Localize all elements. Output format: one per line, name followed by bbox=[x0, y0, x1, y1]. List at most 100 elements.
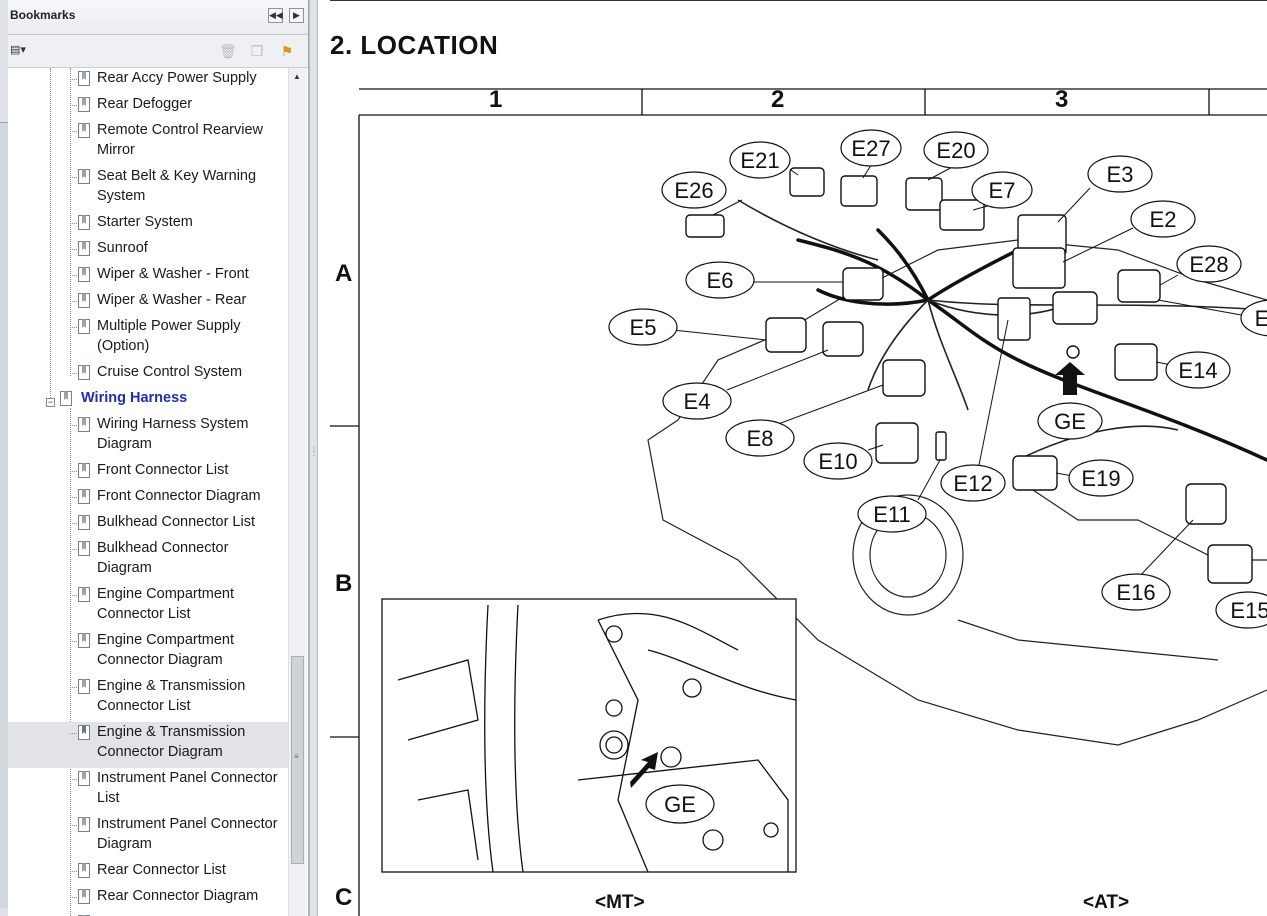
bookmark-icon bbox=[78, 725, 90, 740]
bookmark-item[interactable]: Front Connector Diagram bbox=[8, 486, 288, 512]
bookmark-item[interactable] bbox=[8, 912, 288, 916]
grid-frame bbox=[330, 88, 1267, 916]
grid-column-label: 2 bbox=[771, 86, 785, 113]
svg-text:E28: E28 bbox=[1189, 252, 1228, 277]
variant-label-mt: <MT> bbox=[595, 892, 645, 913]
bookmark-parent-item[interactable]: −Wiring Harness bbox=[8, 388, 288, 414]
tree-branch-line bbox=[70, 779, 77, 780]
svg-text:E4: E4 bbox=[684, 389, 711, 414]
trash-icon[interactable]: 🗑 bbox=[219, 43, 237, 59]
document-page: 2. LOCATION 1 2 3 A B C <MT> <AT> bbox=[318, 0, 1267, 916]
bookmark-item[interactable]: Wiper & Washer - Rear bbox=[8, 290, 288, 316]
connector-label-e4: E4 bbox=[662, 382, 732, 420]
bookmark-item[interactable]: Rear Connector List bbox=[8, 860, 288, 886]
bookmark-item[interactable]: Wiper & Washer - Front bbox=[8, 264, 288, 290]
tree-branch-line bbox=[70, 327, 77, 328]
bookmark-label: Engine & Transmission Connector Diagram bbox=[97, 724, 246, 760]
connector-label-ge: GE bbox=[1037, 402, 1103, 440]
right-arrow-icon[interactable]: ▶ bbox=[289, 8, 304, 23]
connector-labels: E21 E27 E20 E26 E7 E3 E2 E28 E6 E5 E E4 … bbox=[608, 129, 1267, 824]
bookmark-item[interactable]: Bulkhead Connector List bbox=[8, 512, 288, 538]
connector-label-e14: E14 bbox=[1165, 351, 1231, 389]
scroll-thumb[interactable]: ≡ bbox=[291, 656, 304, 864]
bookmark-icon bbox=[78, 417, 90, 432]
bookmark-icon bbox=[78, 319, 90, 334]
inset-label-ge: GE bbox=[645, 784, 715, 824]
bookmark-item[interactable]: Remote Control Rearview Mirror bbox=[8, 120, 288, 166]
svg-text:E21: E21 bbox=[740, 148, 779, 173]
new-bookmark-icon[interactable]: ❐ bbox=[250, 43, 264, 59]
tree-branch-line bbox=[70, 249, 77, 250]
bookmark-item[interactable]: Engine Compartment Connector List bbox=[8, 584, 288, 630]
tree-branch-line bbox=[70, 871, 77, 872]
bookmark-label: Front Connector Diagram bbox=[97, 488, 261, 504]
bookmark-icon bbox=[60, 391, 72, 406]
bookmarks-panel: Bookmarks ◀◀ ▶ ▤▾ 🗑 ❐ ⚑ Rear Accy Power … bbox=[8, 0, 309, 916]
bookmark-label: Wiring Harness System Diagram bbox=[97, 416, 249, 452]
options-menu-icon[interactable]: ▤▾ bbox=[10, 44, 26, 56]
bookmark-item[interactable]: Engine & Transmission Connector List bbox=[8, 676, 288, 722]
double-left-arrow-icon[interactable]: ◀◀ bbox=[268, 8, 283, 23]
bookmark-item[interactable]: Front Connector List bbox=[8, 460, 288, 486]
bookmark-icon bbox=[78, 215, 90, 230]
bookmark-item[interactable]: Seat Belt & Key Warning System bbox=[8, 166, 288, 212]
tree-branch-line bbox=[70, 471, 77, 472]
ground-inset bbox=[381, 598, 797, 873]
navigation-strip-track bbox=[0, 122, 8, 908]
connector-label-e21: E21 bbox=[729, 141, 791, 179]
tree-guide-line bbox=[70, 68, 71, 376]
bookmarks-scrollbar[interactable]: ▲ ≡ bbox=[288, 68, 307, 916]
variant-label-at: <AT> bbox=[1083, 892, 1130, 913]
tree-branch-line bbox=[70, 425, 77, 426]
bookmark-label: Rear Connector Diagram bbox=[97, 888, 259, 904]
collapse-toggle-icon[interactable]: − bbox=[46, 397, 55, 407]
scroll-up-arrow-icon[interactable]: ▲ bbox=[293, 72, 301, 81]
tree-guide-line bbox=[50, 68, 51, 398]
tree-branch-line bbox=[70, 301, 77, 302]
svg-text:GE: GE bbox=[664, 792, 696, 817]
tree-branch-line bbox=[70, 373, 77, 374]
connector-label-e16: E16 bbox=[1101, 573, 1171, 611]
bookmark-icon bbox=[78, 365, 90, 380]
bookmarks-toolbar: ▤▾ 🗑 ❐ ⚑ bbox=[8, 35, 308, 68]
bookmarks-header: Bookmarks ◀◀ ▶ bbox=[8, 0, 308, 35]
svg-text:E10: E10 bbox=[818, 449, 857, 474]
bookmark-item[interactable]: Sunroof bbox=[8, 238, 288, 264]
bookmark-label: Starter System bbox=[97, 214, 193, 230]
tree-branch-line bbox=[70, 733, 77, 734]
bookmark-item[interactable]: Bulkhead Connector Diagram bbox=[8, 538, 288, 584]
svg-text:E20: E20 bbox=[936, 138, 975, 163]
section-title: 2. LOCATION bbox=[330, 30, 499, 60]
bookmark-icon bbox=[78, 293, 90, 308]
bookmark-icon bbox=[78, 97, 90, 112]
bookmark-item[interactable]: Engine & Transmission Connector Diagram bbox=[8, 722, 288, 768]
bookmark-item[interactable]: Starter System bbox=[8, 212, 288, 238]
bookmark-icon bbox=[78, 863, 90, 878]
bookmark-item[interactable]: Rear Accy Power Supply bbox=[8, 68, 288, 94]
tree-branch-line bbox=[70, 641, 77, 642]
svg-text:E5: E5 bbox=[630, 315, 657, 340]
bookmark-item[interactable]: Cruise Control System bbox=[8, 362, 288, 388]
connector-label-e6: E6 bbox=[685, 261, 755, 299]
bookmark-item[interactable]: Instrument Panel Connector List bbox=[8, 768, 288, 814]
bookmark-item[interactable]: Rear Defogger bbox=[8, 94, 288, 120]
bookmark-icon bbox=[78, 817, 90, 832]
tree-branch-line bbox=[70, 897, 77, 898]
svg-text:E14: E14 bbox=[1178, 358, 1217, 383]
find-bookmark-icon[interactable]: ⚑ bbox=[280, 43, 294, 59]
bookmark-label: Wiper & Washer - Front bbox=[97, 266, 249, 282]
panel-splitter[interactable]: ⋮⋮ bbox=[309, 0, 318, 916]
bookmark-item[interactable]: Multiple Power Supply (Option) bbox=[8, 316, 288, 362]
bookmark-icon bbox=[78, 515, 90, 530]
bookmark-label: Engine Compartment Connector Diagram bbox=[97, 632, 235, 668]
grid-row-label: A bbox=[335, 260, 353, 287]
bookmark-item[interactable]: Wiring Harness System Diagram bbox=[8, 414, 288, 460]
tree-branch-line bbox=[70, 523, 77, 524]
bookmark-item[interactable]: Engine Compartment Connector Diagram bbox=[8, 630, 288, 676]
connector-label-e2: E2 bbox=[1130, 200, 1196, 238]
svg-text:E16: E16 bbox=[1116, 580, 1155, 605]
grid-row-label: B bbox=[335, 570, 353, 597]
bookmark-item[interactable]: Instrument Panel Connector Diagram bbox=[8, 814, 288, 860]
connector-label-e15: E15 bbox=[1215, 591, 1267, 629]
bookmark-item[interactable]: Rear Connector Diagram bbox=[8, 886, 288, 912]
